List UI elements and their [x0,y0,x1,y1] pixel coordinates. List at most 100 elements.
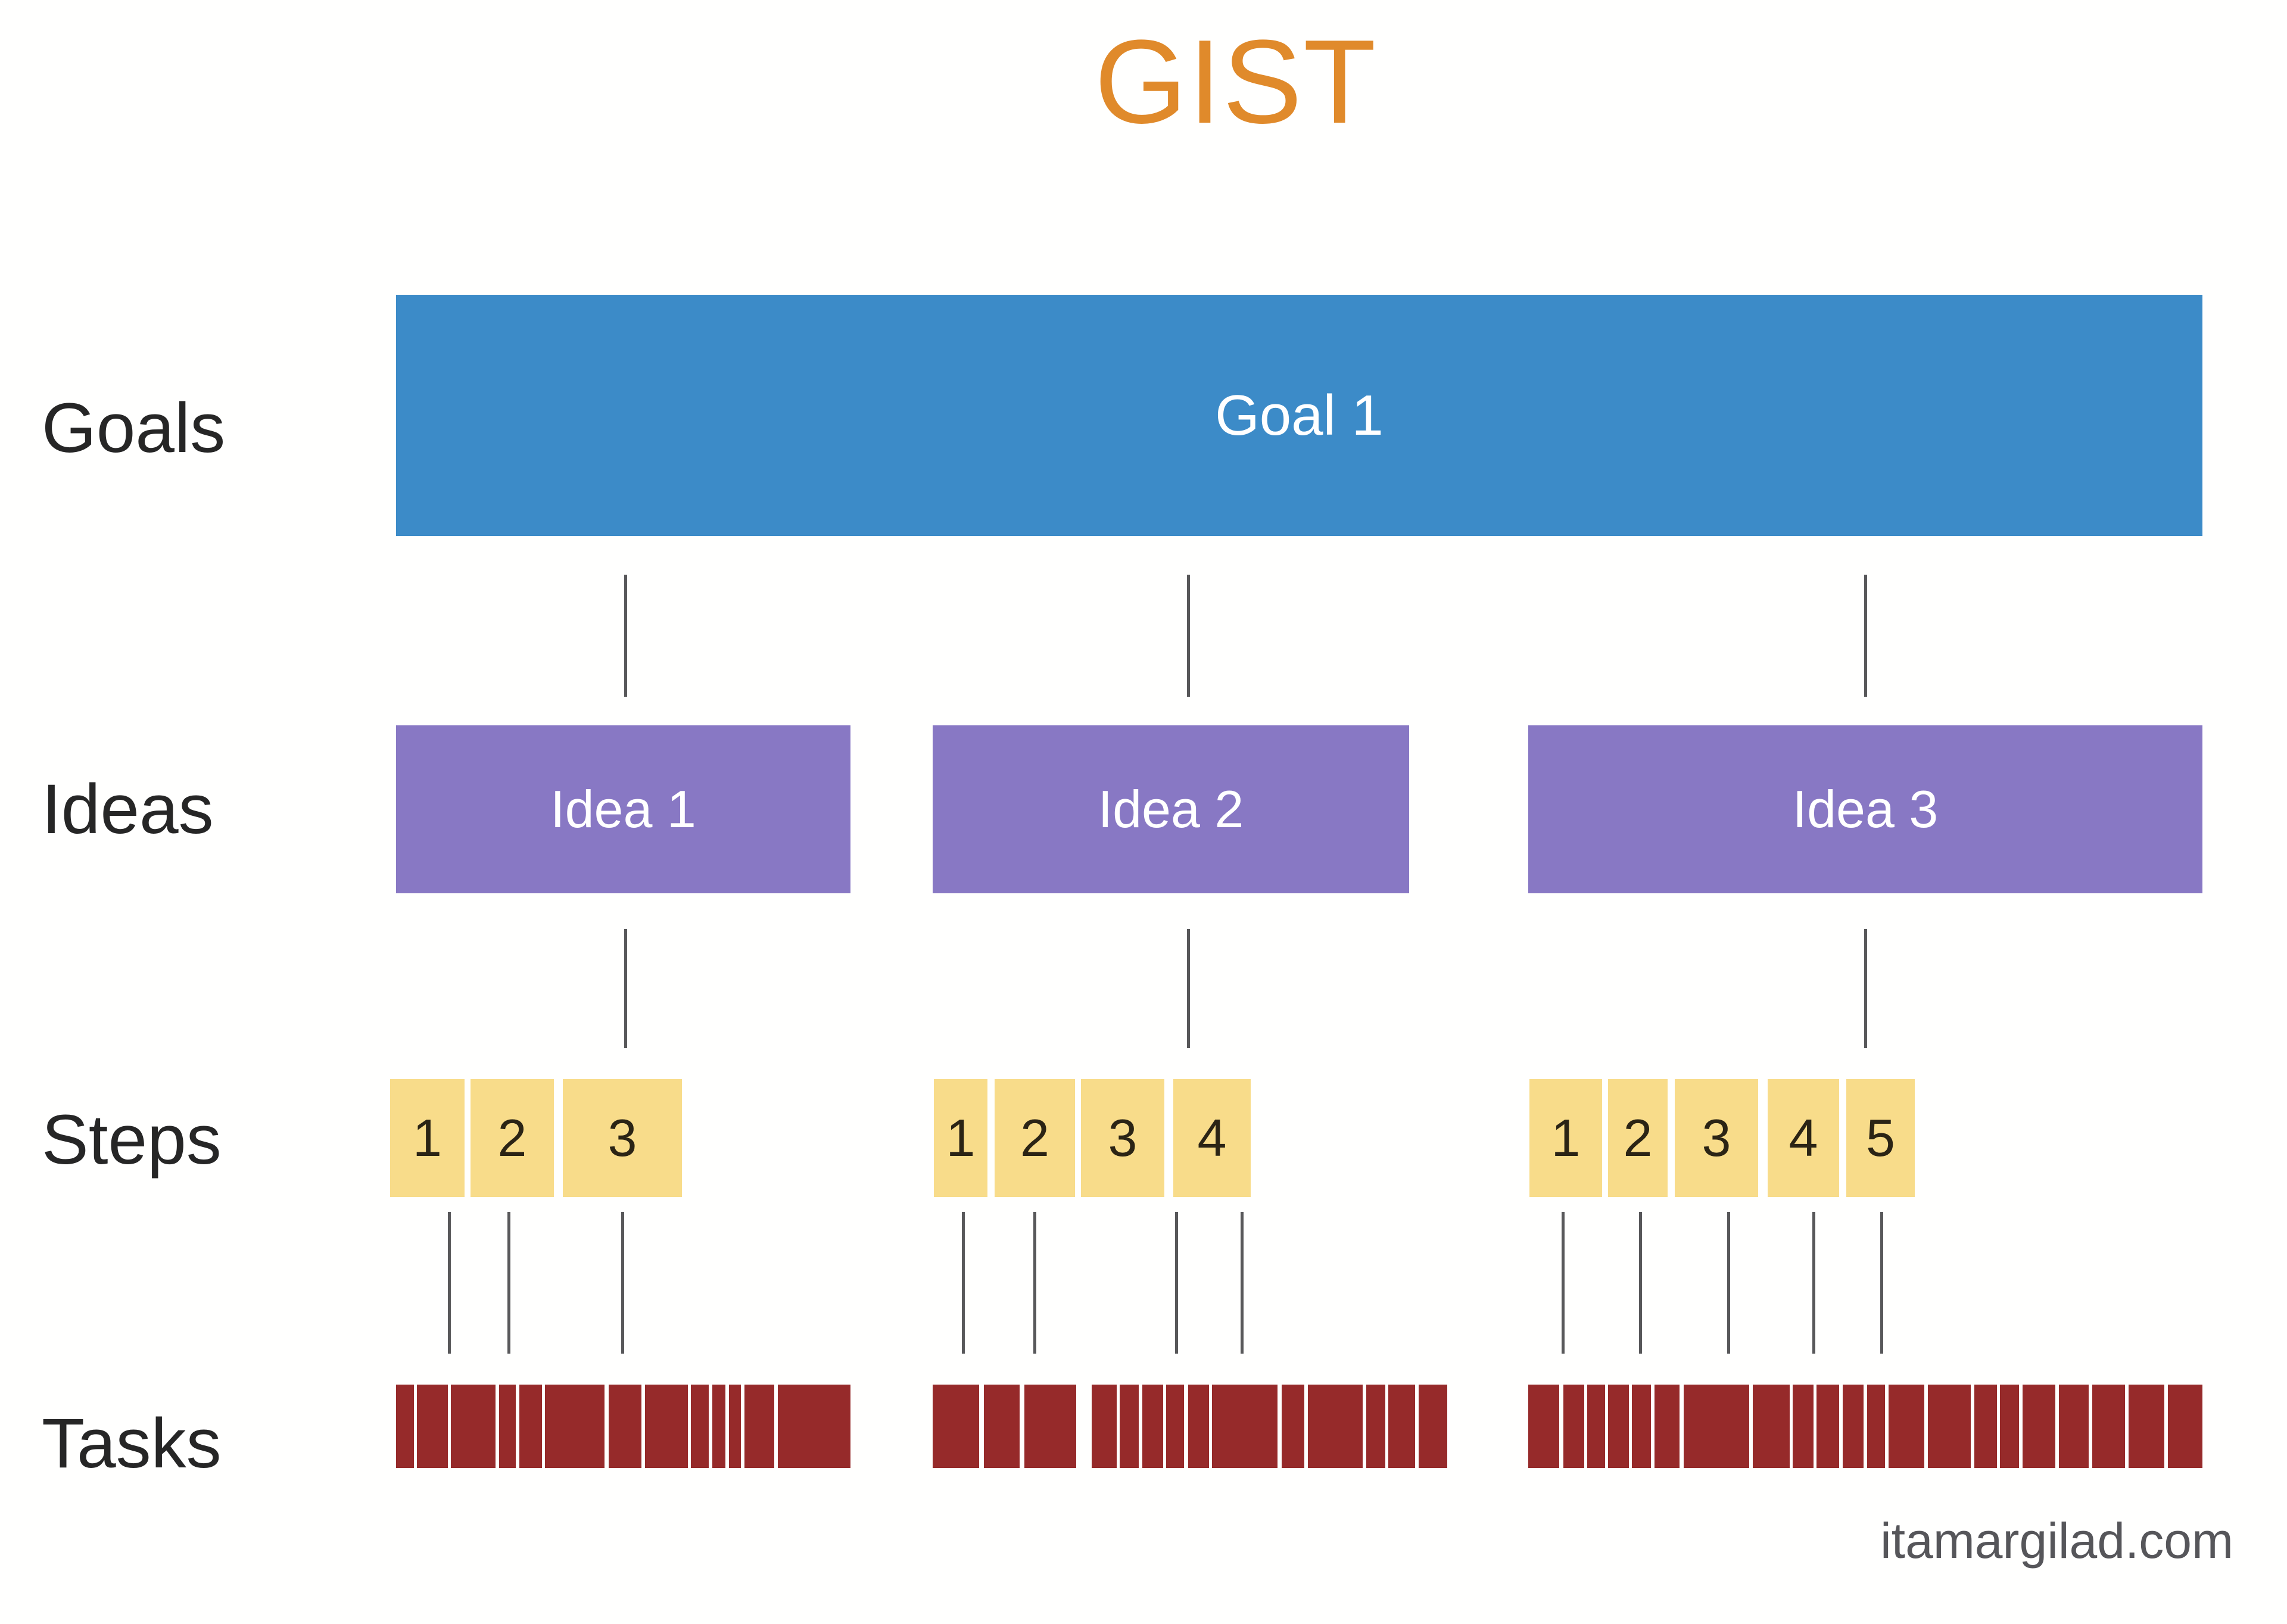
task-bar-g1-11[interactable] [729,1385,741,1468]
step-task-connector-4 [962,1212,965,1354]
step-task-connector-7 [1241,1212,1244,1354]
step-task-connector-2 [507,1212,510,1354]
step-box-g1-1[interactable]: 1 [390,1079,465,1197]
step-box-label: 4 [1789,1108,1818,1167]
step-box-g3-2[interactable]: 2 [1608,1079,1668,1197]
idea-step-connector-3 [1864,929,1867,1048]
task-bar-g2-15[interactable] [984,1385,1020,1468]
task-bar-g3-44[interactable] [2023,1385,2055,1468]
idea-step-connector-2 [1187,929,1190,1048]
step-box-g2-2[interactable]: 2 [995,1079,1075,1197]
row-label-tasks: Tasks [42,1404,222,1483]
step-box-label: 1 [1551,1108,1581,1167]
task-bar-g3-43[interactable] [2000,1385,2019,1468]
task-bar-g3-37[interactable] [1816,1385,1839,1468]
task-bar-g3-30[interactable] [1587,1385,1605,1468]
task-bar-g1-8[interactable] [645,1385,688,1468]
row-label-goals: Goals [42,389,226,467]
idea-box-3[interactable]: Idea 3 [1528,725,2202,893]
idea-box-label: Idea 3 [1792,780,1939,839]
step-task-connector-1 [448,1212,451,1354]
step-box-g2-1[interactable]: 1 [934,1079,987,1197]
step-task-connector-10 [1727,1212,1730,1354]
task-bar-g2-21[interactable] [1188,1385,1209,1468]
goal-bar-label: Goal 1 [1215,383,1384,447]
task-bar-g2-17[interactable] [1092,1385,1117,1468]
step-task-connector-9 [1639,1212,1642,1354]
task-bar-g2-16[interactable] [1024,1385,1076,1468]
task-bar-g1-9[interactable] [691,1385,709,1468]
idea-box-1[interactable]: Idea 1 [396,725,850,893]
task-bar-g1-1[interactable] [396,1385,414,1468]
row-label-steps: Steps [42,1101,222,1179]
task-bar-g2-18[interactable] [1120,1385,1139,1468]
task-bar-g3-31[interactable] [1608,1385,1629,1468]
task-bar-g1-4[interactable] [499,1385,516,1468]
task-bar-g2-14[interactable] [933,1385,979,1468]
task-bar-g3-32[interactable] [1632,1385,1651,1468]
task-bar-g2-23[interactable] [1282,1385,1304,1468]
task-bar-g3-36[interactable] [1793,1385,1814,1468]
step-box-g2-3[interactable]: 3 [1081,1079,1164,1197]
goal-idea-connector-1 [624,575,627,697]
goal-idea-connector-3 [1864,575,1867,697]
task-bar-g3-45[interactable] [2059,1385,2089,1468]
step-task-connector-8 [1562,1212,1565,1354]
task-bar-g1-5[interactable] [519,1385,542,1468]
step-box-label: 2 [1020,1108,1049,1167]
task-bar-g2-19[interactable] [1142,1385,1163,1468]
task-bar-g1-3[interactable] [451,1385,496,1468]
task-bar-g3-34[interactable] [1684,1385,1749,1468]
step-box-label: 4 [1197,1108,1227,1167]
step-task-connector-12 [1880,1212,1883,1354]
step-box-label: 1 [946,1108,976,1167]
step-task-connector-6 [1175,1212,1178,1354]
task-bar-g2-22[interactable] [1212,1385,1278,1468]
step-box-g1-3[interactable]: 3 [563,1079,682,1197]
task-bar-g3-33[interactable] [1655,1385,1680,1468]
step-box-label: 3 [607,1108,637,1167]
step-box-g3-1[interactable]: 1 [1529,1079,1602,1197]
task-bar-g3-38[interactable] [1843,1385,1864,1468]
step-box-label: 3 [1702,1108,1731,1167]
task-bar-g3-42[interactable] [1974,1385,1997,1468]
row-label-ideas: Ideas [42,770,214,849]
step-box-g3-4[interactable]: 4 [1768,1079,1839,1197]
task-bar-g2-24[interactable] [1308,1385,1363,1468]
task-bar-g1-7[interactable] [609,1385,641,1468]
step-box-label: 1 [413,1108,442,1167]
task-bar-g1-10[interactable] [712,1385,725,1468]
step-box-g2-4[interactable]: 4 [1173,1079,1251,1197]
goal-bar-1[interactable]: Goal 1 [396,295,2202,536]
task-bar-g1-12[interactable] [744,1385,774,1468]
task-bar-g3-41[interactable] [1928,1385,1971,1468]
task-bar-g3-48[interactable] [2168,1385,2202,1468]
step-box-g3-3[interactable]: 3 [1675,1079,1758,1197]
task-bar-g3-46[interactable] [2092,1385,2125,1468]
task-bar-g3-28[interactable] [1528,1385,1559,1468]
task-bar-g1-13[interactable] [778,1385,850,1468]
task-bar-g3-47[interactable] [2129,1385,2164,1468]
task-bar-g3-40[interactable] [1889,1385,1924,1468]
task-bar-g1-2[interactable] [417,1385,448,1468]
task-bar-g2-26[interactable] [1388,1385,1415,1468]
task-bar-g2-20[interactable] [1166,1385,1184,1468]
idea-box-2[interactable]: Idea 2 [933,725,1409,893]
step-task-connector-3 [621,1212,624,1354]
task-bar-g2-27[interactable] [1419,1385,1447,1468]
step-box-g1-2[interactable]: 2 [471,1079,554,1197]
page-title: GIST [1094,15,1378,148]
step-box-label: 5 [1866,1108,1895,1167]
task-bar-g3-39[interactable] [1867,1385,1885,1468]
task-bar-g2-25[interactable] [1366,1385,1385,1468]
idea-step-connector-1 [624,929,627,1048]
goal-idea-connector-2 [1187,575,1190,697]
step-task-connector-11 [1812,1212,1815,1354]
task-bar-g3-35[interactable] [1753,1385,1790,1468]
site-credit: itamargilad.com [1880,1513,2233,1569]
task-bar-g1-6[interactable] [545,1385,605,1468]
step-box-g3-5[interactable]: 5 [1846,1079,1915,1197]
step-box-label: 2 [497,1108,527,1167]
task-bar-g3-29[interactable] [1563,1385,1584,1468]
